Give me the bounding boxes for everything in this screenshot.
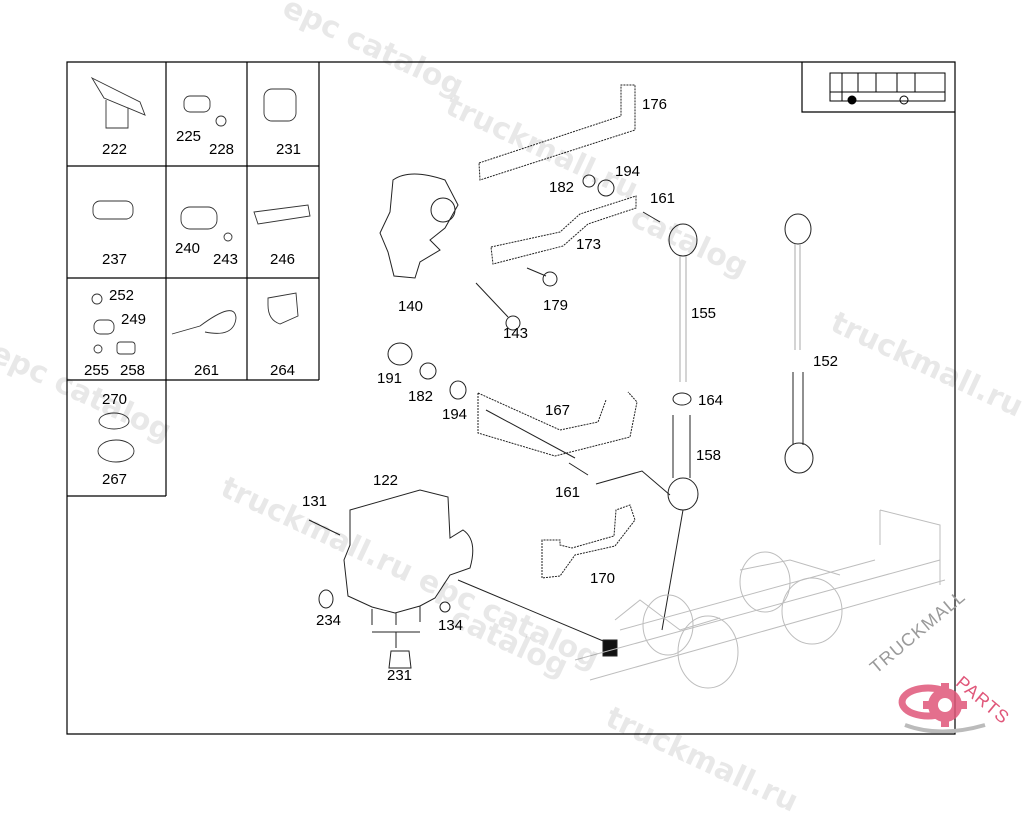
callout-label: 243 bbox=[213, 251, 239, 268]
inset-parts bbox=[90, 76, 311, 463]
callout-173: 173 bbox=[576, 236, 602, 253]
callout-231: 231 bbox=[387, 667, 413, 684]
callout-182: 182 bbox=[549, 179, 575, 196]
callout-234: 234 bbox=[316, 612, 342, 629]
callout-label: 252 bbox=[109, 287, 135, 304]
callout-155: 155 bbox=[691, 305, 717, 322]
callout-194: 194 bbox=[442, 406, 468, 423]
callout-176: 176 bbox=[642, 96, 668, 113]
gear-icon bbox=[898, 683, 986, 734]
callout-170: 170 bbox=[590, 570, 616, 587]
callout-label: 246 bbox=[270, 251, 296, 268]
inset-grid bbox=[67, 62, 320, 497]
bus-box bbox=[801, 62, 955, 113]
callout-label: 264 bbox=[270, 362, 296, 379]
callout-label: 249 bbox=[121, 311, 147, 328]
callout-122: 122 bbox=[373, 472, 399, 489]
callout-134: 134 bbox=[438, 617, 464, 634]
callout-143: 143 bbox=[503, 325, 529, 342]
callout-164: 164 bbox=[698, 392, 724, 409]
callout-label: 231 bbox=[276, 141, 302, 158]
bus-icon bbox=[829, 72, 946, 105]
chassis-sketch bbox=[574, 509, 946, 689]
callout-191: 191 bbox=[377, 370, 403, 387]
callout-label: 270 bbox=[102, 391, 128, 408]
callout-label: 258 bbox=[120, 362, 146, 379]
callout-label: 267 bbox=[102, 471, 128, 488]
callout-152: 152 bbox=[813, 353, 839, 370]
callout-label: 240 bbox=[175, 240, 201, 257]
callout-167: 167 bbox=[545, 402, 571, 419]
callout-182: 182 bbox=[408, 388, 434, 405]
callout-label: 225 bbox=[176, 128, 202, 145]
callout-194: 194 bbox=[615, 163, 641, 180]
main-frame bbox=[66, 61, 956, 735]
callout-label: 222 bbox=[102, 141, 128, 158]
diagram-linework bbox=[66, 61, 956, 735]
callout-179: 179 bbox=[543, 297, 569, 314]
main-parts bbox=[308, 84, 814, 669]
callout-161: 161 bbox=[555, 484, 581, 501]
callout-label: 228 bbox=[209, 141, 235, 158]
callout-140: 140 bbox=[398, 298, 424, 315]
callout-label: 237 bbox=[102, 251, 128, 268]
callout-label: 261 bbox=[194, 362, 220, 379]
callout-label: 255 bbox=[84, 362, 110, 379]
callout-158: 158 bbox=[696, 447, 722, 464]
callout-131: 131 bbox=[302, 493, 328, 510]
callout-161: 161 bbox=[650, 190, 676, 207]
